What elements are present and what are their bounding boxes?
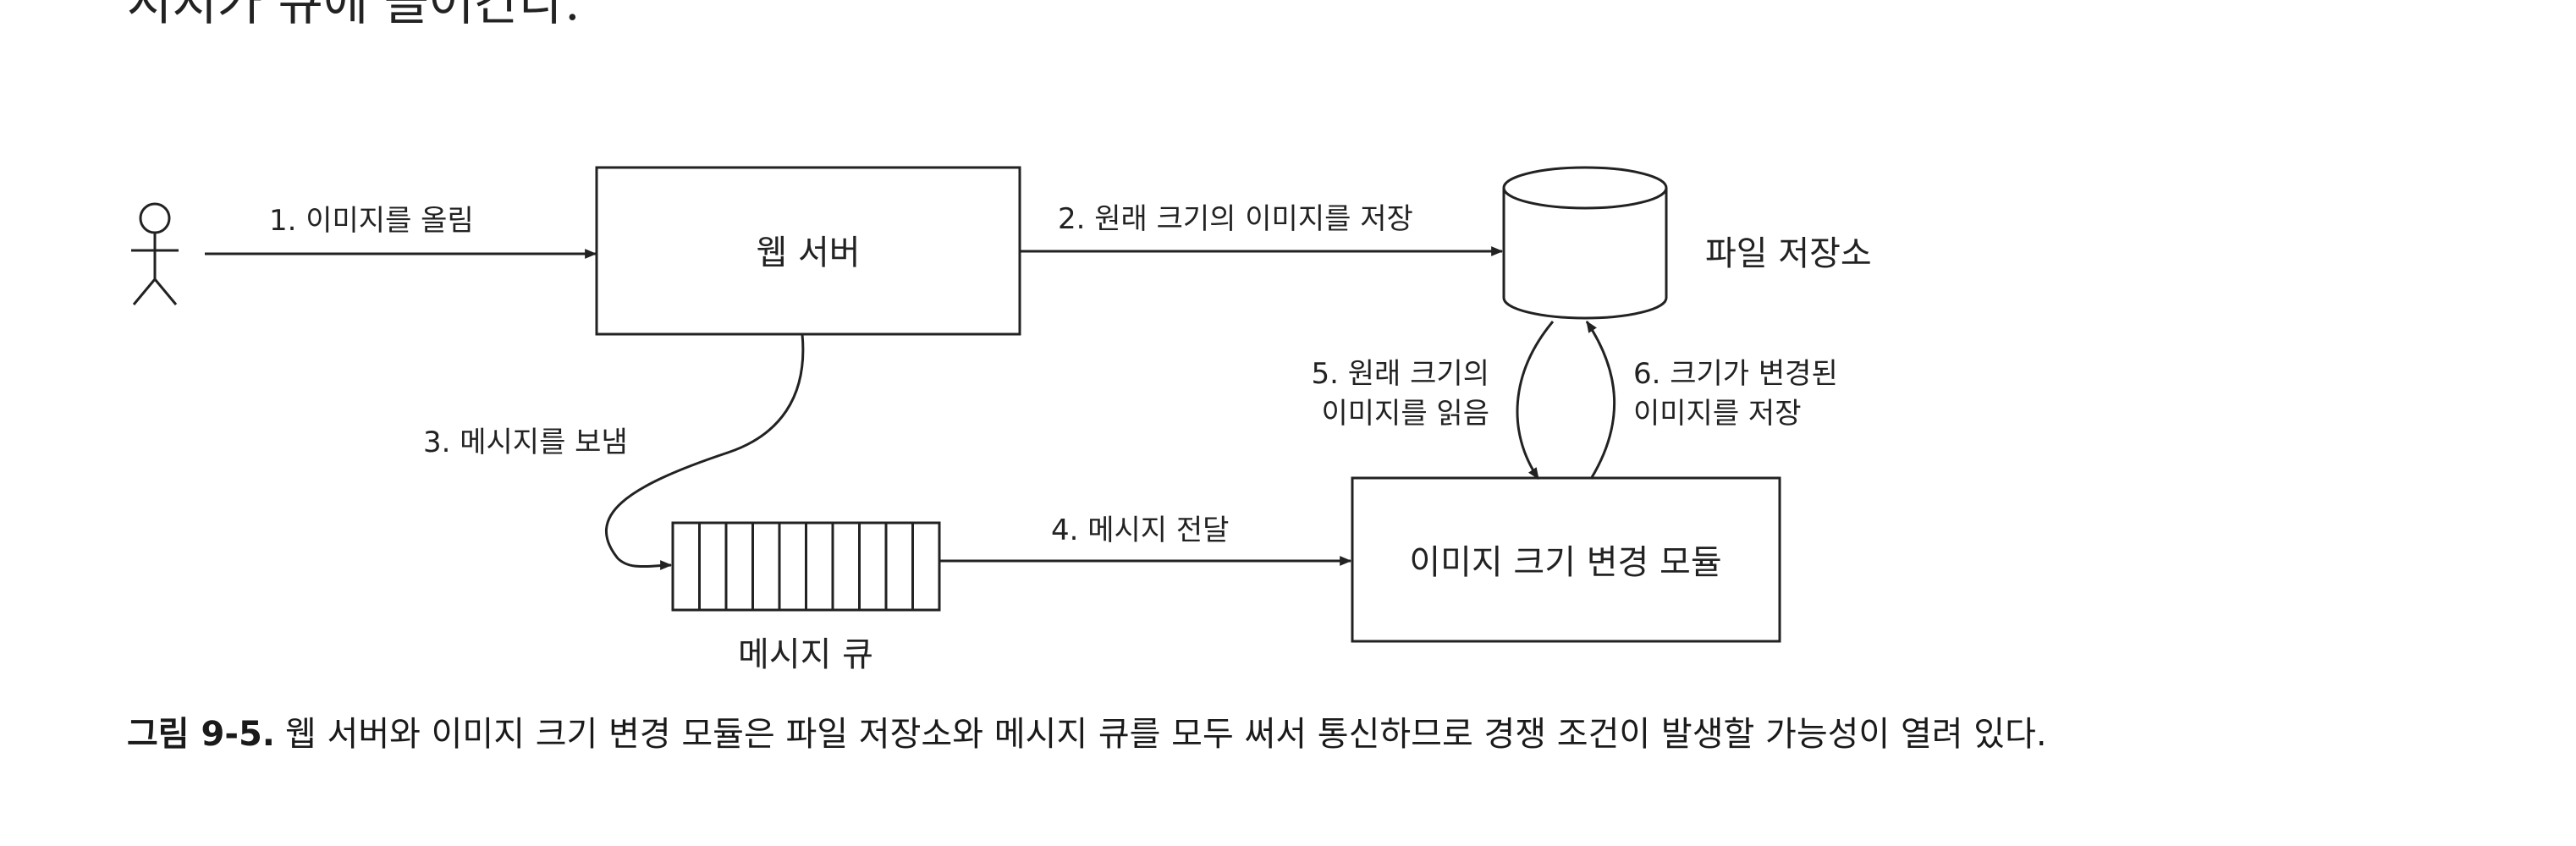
resize-module-label: 이미지 크기 변경 모듈	[1409, 543, 1721, 582]
label-step5-line2: 이미지를 읽음	[1322, 397, 1490, 431]
label-step2: 2. 원래 크기의 이미지를 저장	[1058, 202, 1413, 236]
web-server-label: 웹 서버	[756, 233, 860, 272]
figure-caption-label: 그림 9-5.	[127, 715, 275, 754]
user-stick-figure-icon	[131, 202, 179, 305]
figure-caption: 그림 9-5. 웹 서버와 이미지 크기 변경 모듈은 파일 저장소와 메시지 큐…	[127, 706, 2047, 755]
label-step4: 4. 메시지 전달	[1051, 514, 1229, 547]
message-queue-icon	[671, 521, 941, 612]
label-step1: 1. 이미지를 올림	[269, 204, 474, 238]
label-step5-line1: 5. 원래 크기의	[1312, 357, 1489, 391]
label-step3: 3. 메시지를 보냄	[423, 426, 628, 459]
label-step6-line2: 이미지를 저장	[1633, 397, 1802, 431]
web-server-box	[595, 166, 1021, 336]
previous-page-text-fragment: 시지가 큐에 들어간다.	[127, 0, 581, 31]
arrow-send-message	[605, 333, 805, 570]
message-queue-label: 메시지 큐	[738, 635, 873, 674]
figure-caption-text: 웹 서버와 이미지 크기 변경 모듈은 파일 저장소와 메시지 큐를 모두 써서…	[285, 715, 2047, 754]
file-storage-cylinder-icon	[1502, 166, 1668, 320]
arrow-store-resized	[1585, 321, 1616, 480]
label-step6-line1: 6. 크기가 변경된	[1633, 357, 1838, 391]
resize-module-box	[1351, 476, 1781, 643]
file-storage-label: 파일 저장소	[1705, 234, 1872, 273]
arrow-read-original	[1516, 321, 1555, 480]
